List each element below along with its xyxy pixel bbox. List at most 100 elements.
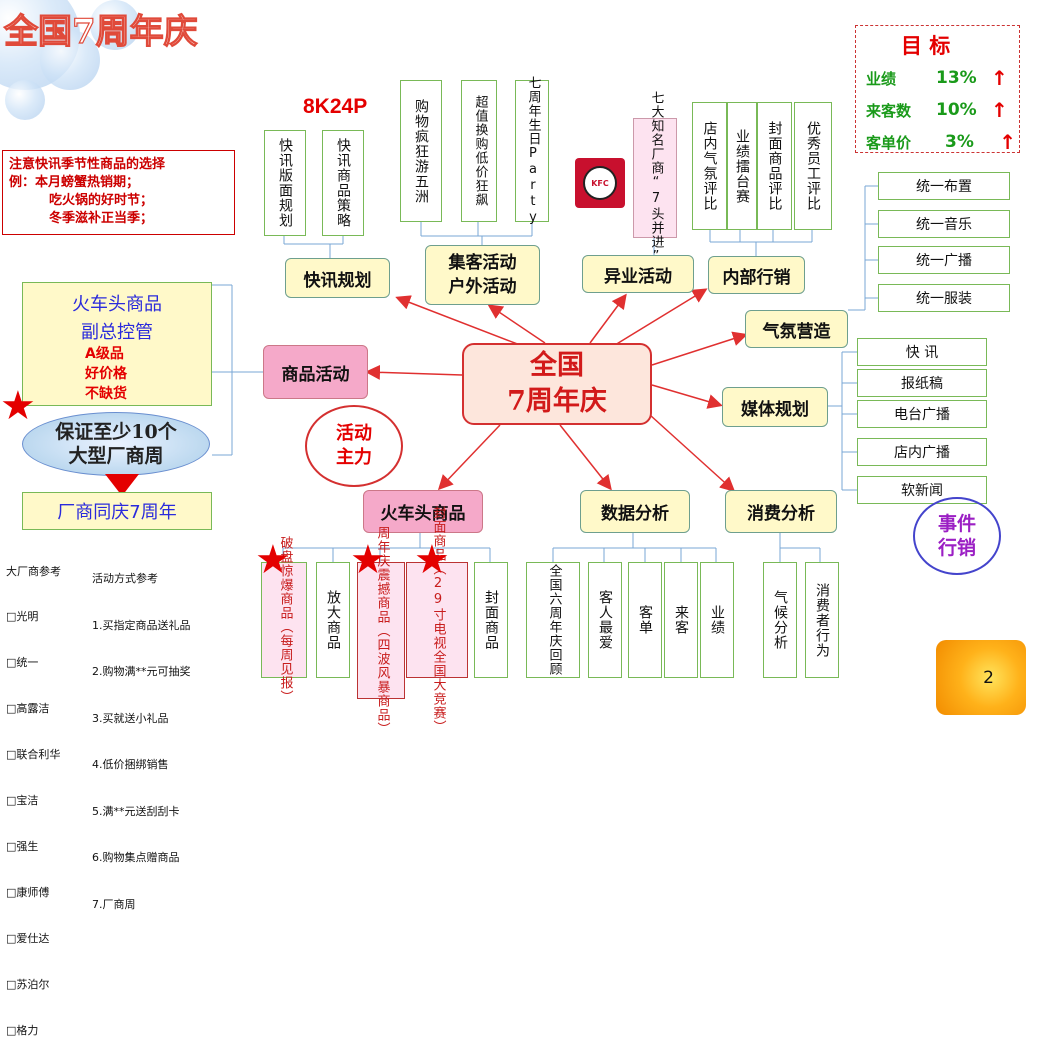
loco-line2: 副总控管: [81, 322, 153, 343]
goals-box: 目 标 业绩 13% ↑ 来客数 10% ↑ 客单价 3% ↑: [855, 25, 1020, 154]
vendor-item: □统一: [6, 656, 39, 670]
node-meiti: 媒体规划: [722, 387, 828, 427]
loco-line1: 火车头商品: [72, 294, 162, 315]
method-list-title: 活动方式参考: [92, 572, 158, 585]
kfc-logo: KFC: [575, 158, 625, 208]
shuju-child: 来客: [664, 562, 698, 678]
loco-bullet: A级品: [85, 346, 124, 362]
loco-bullet: 不缺货: [85, 386, 127, 402]
goals-title: 目 标: [901, 34, 951, 58]
goal-label: 业绩: [866, 69, 897, 88]
huoche-child: 放大商品: [316, 562, 350, 678]
method-item: 7.厂商周: [92, 897, 136, 911]
node-huoche: 火车头商品: [363, 490, 483, 533]
vendor-item: □高露洁: [6, 702, 50, 716]
neibu-child: 业绩擂台赛: [727, 102, 757, 230]
vendor-list-title: 大厂商参考: [6, 564, 61, 578]
vendor-item: □联合利华: [6, 748, 61, 762]
goal-row: 业绩 13% ↑: [866, 62, 1016, 94]
note-line: 吃火锅的好时节；: [49, 193, 154, 208]
qifen-child: 统一广播: [878, 246, 1010, 274]
method-item: 5.满**元送刮刮卡: [92, 804, 180, 818]
center-node: 全国 7周年庆: [462, 343, 652, 425]
node-shuju: 数据分析: [580, 490, 690, 533]
neibu-child: 优秀员工评比: [794, 102, 832, 230]
goal-value: 10%: [936, 100, 977, 120]
page-number: 2: [983, 667, 994, 688]
up-arrow-icon: ↑: [999, 130, 1016, 154]
method-item: 2.购物满**元可抽奖: [92, 665, 191, 678]
goal-value: 13%: [936, 68, 977, 88]
method-item: 1.买指定商品送礼品: [92, 618, 191, 632]
page-title: 全国7周年庆: [3, 11, 198, 52]
node-yiye: 异业活动: [582, 255, 694, 293]
up-arrow-icon: ↑: [991, 66, 1008, 90]
vendor-week-ellipse: 保证至少10个 大型厂商周: [22, 412, 210, 476]
node-neibu: 内部行销: [708, 256, 805, 294]
loco-bullet: 好价格: [85, 366, 127, 382]
seasonal-note: 注意快讯季节性商品的选择 例：本月螃蟹热销期； 吃火锅的好时节； 冬季滋补正当季…: [2, 150, 235, 235]
kuaixun-child: 快讯商品策略: [322, 130, 364, 236]
shijian-line1: 事件: [937, 513, 976, 535]
node-jike: 集客活动 户外活动: [425, 245, 540, 305]
node-shangpin: 商品活动: [263, 345, 368, 399]
shuju-child: 客人最爱: [588, 562, 622, 678]
node-kuaixun: 快讯规划: [285, 258, 390, 298]
qifen-child: 统一服装: [878, 284, 1010, 312]
decor-bubble: [40, 30, 100, 90]
star-icon: ★: [414, 537, 450, 583]
decor-bubble: [90, 0, 140, 50]
node-xiaofei: 消费分析: [725, 490, 837, 533]
decor-bubble: [5, 80, 45, 120]
jike-child: 七周年生日Party: [515, 76, 549, 226]
huoche-child: 破盘惊爆商品（每周见报）: [261, 536, 307, 704]
event-marketing-circle: 事件 行销: [913, 497, 1001, 575]
loco-bullets: A级品 好价格 不缺货: [23, 344, 211, 404]
ellipse-line1: 保证至少10个: [55, 421, 177, 443]
vendor-item: □格力: [6, 1023, 39, 1037]
vendor-item: □康师傅: [6, 885, 50, 899]
method-item: 4.低价捆绑销售: [92, 758, 169, 771]
jike-child: 超值换购低价狂飙: [461, 80, 497, 222]
meiti-child: 电台广播: [857, 400, 987, 428]
center-line1: 全国: [530, 350, 584, 381]
star-icon: ★: [350, 537, 386, 583]
page-number-badge: 2: [936, 640, 1026, 715]
vendor-item: □苏泊尔: [6, 977, 50, 991]
shuju-child: 全国六周年庆回顾: [526, 562, 580, 678]
goal-row: 客单价 3% ↑: [866, 126, 1016, 158]
huodong-line1: 活动: [336, 423, 372, 444]
center-line2: 7周年庆: [507, 386, 607, 417]
star-icon: ★: [255, 537, 291, 583]
huoche-child: 周年庆震撼商品（四波风暴商品）: [357, 526, 405, 736]
method-item: 3.买就送小礼品: [92, 711, 169, 725]
xiaofei-child: 气候分析: [763, 562, 797, 678]
yiye-child: 七大知名厂商“7头并进”: [633, 91, 677, 265]
node-jike-line1: 集客活动: [448, 253, 517, 273]
colonel-face-icon: KFC: [583, 166, 617, 200]
vendor-item: □强生: [6, 839, 39, 853]
shuju-child: 业绩: [700, 562, 734, 678]
neibu-child: 封面商品评比: [757, 102, 792, 230]
locomotive-box: 火车头商品 副总控管 A级品 好价格 不缺货: [22, 282, 212, 406]
note-line: 注意快讯季节性商品的选择: [9, 157, 166, 172]
ellipse-line2: 大型厂商周: [68, 445, 164, 467]
huodong-line2: 主力: [336, 447, 372, 468]
huoche-child: 封面商品: [474, 562, 508, 678]
note-line: 例：本月螃蟹热销期；: [9, 175, 140, 190]
qifen-child: 统一布置: [878, 172, 1010, 200]
node-qifen: 气氛营造: [745, 310, 848, 348]
goal-label: 客单价: [866, 133, 912, 152]
note-line: 冬季滋补正当季；: [49, 211, 154, 226]
meiti-child: 店内广播: [857, 438, 987, 466]
method-item: 6.购物集点赠商品: [92, 851, 180, 864]
vendor-item: □爱仕达: [6, 931, 50, 945]
vendor-list: 大厂商参考 □光明 □统一 □高露洁 □联合利华 □宝洁 □强生 □康师傅 □爱…: [6, 533, 86, 1053]
code-label: 8K24P: [303, 95, 368, 118]
goal-value: 3%: [945, 132, 974, 152]
goals-rows: 业绩 13% ↑ 来客数 10% ↑ 客单价 3% ↑: [866, 62, 1016, 158]
huodong-zhuli-circle: 活动 主力: [305, 405, 403, 487]
vendor-item: □宝洁: [6, 794, 39, 808]
shuju-child: 客单: [628, 562, 662, 678]
goal-row: 来客数 10% ↑: [866, 94, 1016, 126]
